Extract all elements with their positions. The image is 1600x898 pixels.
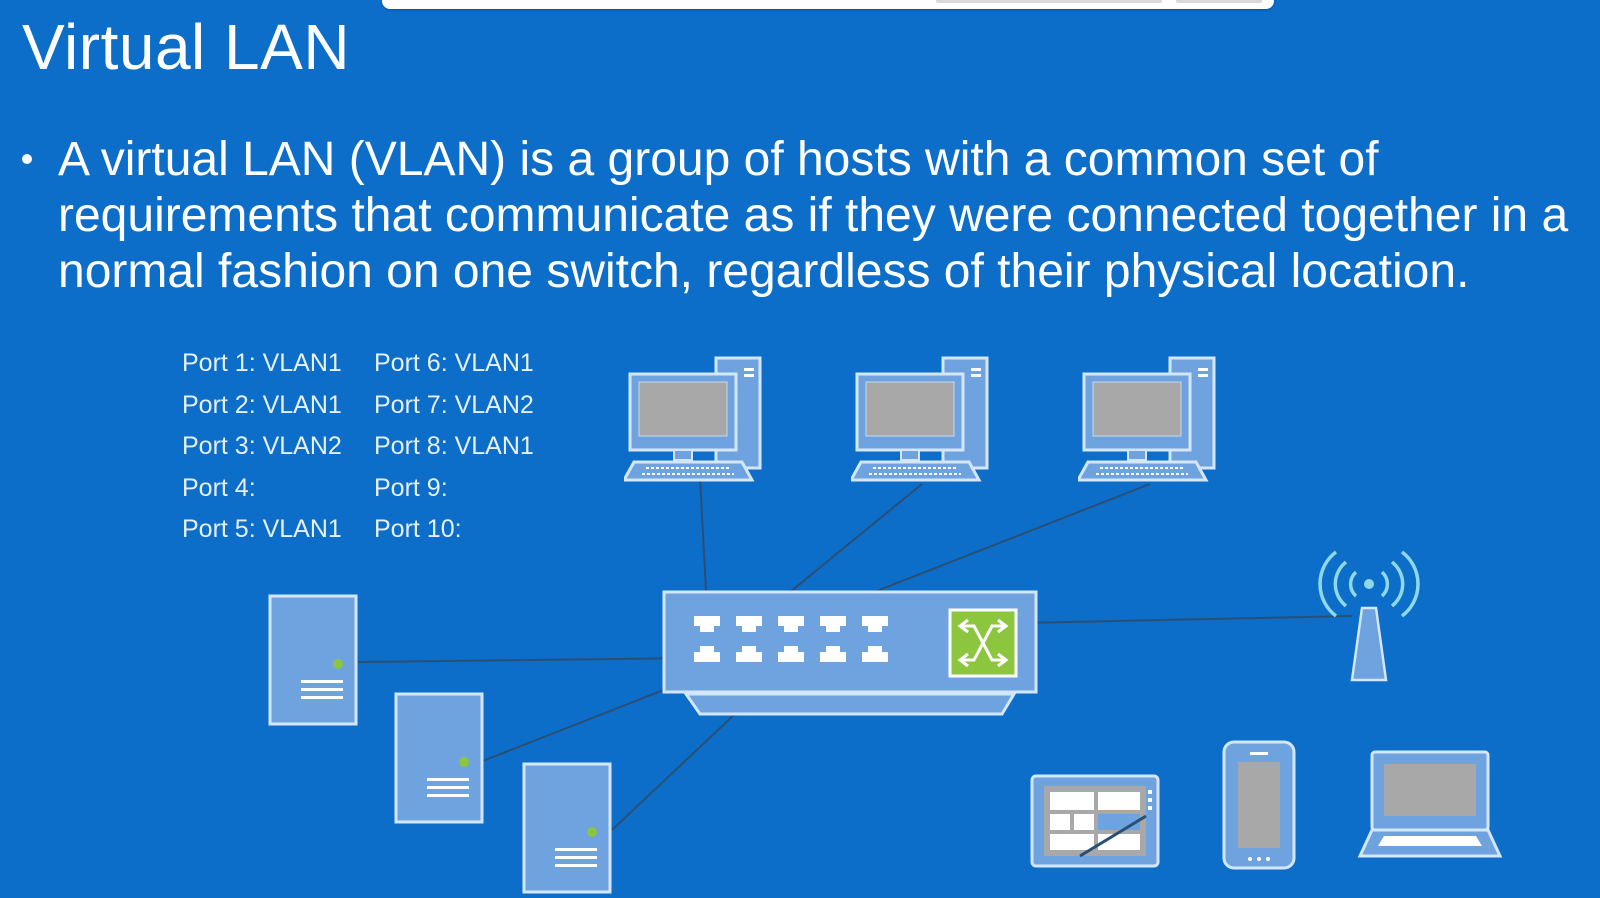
server-tower-icon: [268, 594, 358, 726]
port-vlan-table: Port 1: VLAN1 Port 6: VLAN1 Port 2: VLAN…: [182, 349, 554, 557]
port-label: Port 9:: [374, 473, 448, 502]
port-label: Port 2: VLAN1: [182, 390, 342, 419]
desktop-computer-icon: [624, 356, 762, 482]
port-label: Port 7: VLAN2: [374, 390, 534, 419]
network-switch-icon: [662, 590, 1038, 716]
server-tower-icon: [394, 692, 484, 824]
bullet-point: A virtual LAN (VLAN) is a group of hosts…: [22, 132, 1582, 300]
desktop-computer-icon: [851, 356, 989, 482]
port-label: Port 4:: [182, 473, 256, 502]
laptop-icon: [1357, 750, 1503, 858]
port-label: Port 5: VLAN1: [182, 515, 342, 543]
tablet-icon: [1030, 774, 1160, 868]
bullet-text: A virtual LAN (VLAN) is a group of hosts…: [58, 133, 1569, 298]
bullet-marker: [22, 154, 32, 164]
desktop-computer-icon: [1078, 356, 1216, 482]
smartphone-icon: [1222, 740, 1296, 870]
port-label: Port 10:: [374, 515, 462, 543]
port-label: Port 6: VLAN1: [374, 349, 534, 377]
titlebar-button: [1176, 0, 1262, 3]
port-label: Port 8: VLAN1: [374, 432, 534, 460]
port-label: Port 1: VLAN1: [182, 349, 342, 377]
titlebar-field: [936, 0, 1162, 3]
port-label: Port 3: VLAN2: [182, 432, 342, 460]
wireless-antenna-icon: [1318, 550, 1420, 682]
server-tower-icon: [522, 762, 612, 894]
window-titlebar-edge: [382, 0, 1274, 9]
cable-server1: [357, 657, 701, 663]
slide-title: Virtual LAN: [22, 11, 351, 83]
